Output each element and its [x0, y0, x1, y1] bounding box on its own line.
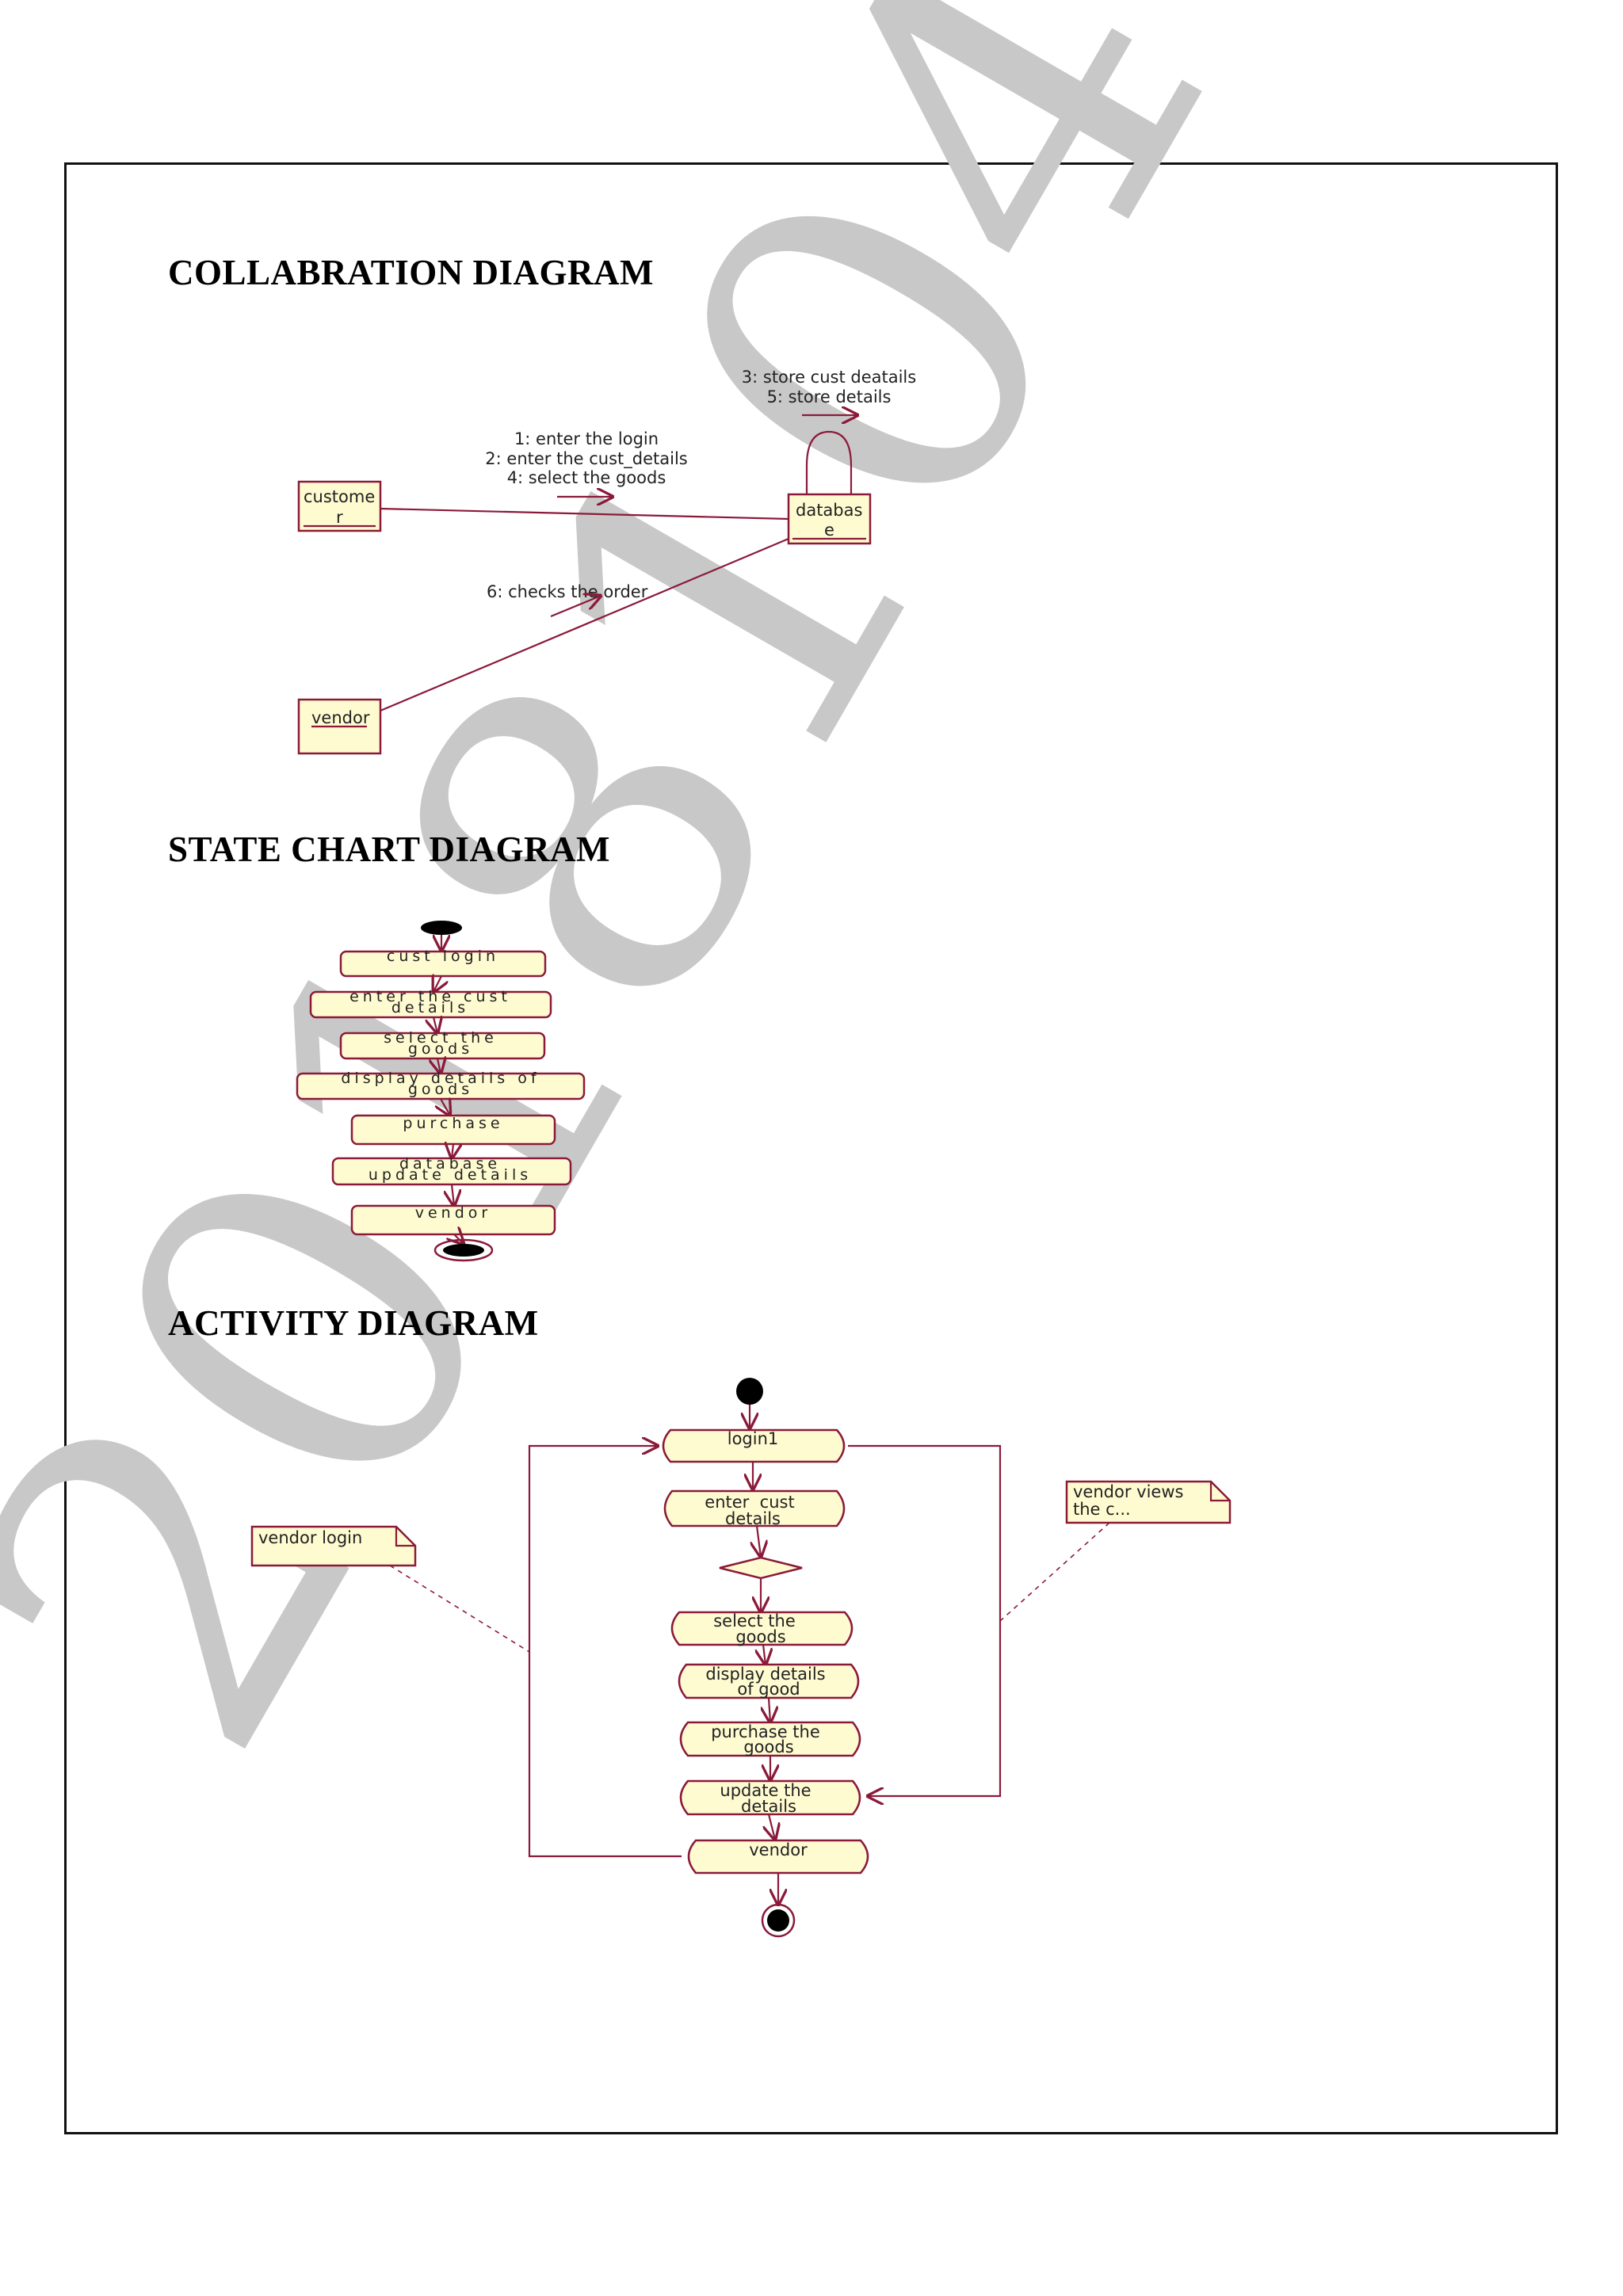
transition	[437, 1058, 441, 1074]
flow	[763, 1644, 766, 1665]
final-state	[433, 1238, 494, 1262]
svg-text:vendor: vendor	[415, 1204, 491, 1222]
transition	[452, 1184, 454, 1206]
svg-text:r: r	[336, 508, 343, 527]
heading-collaboration: COLLABRATION DIAGRAM	[168, 253, 654, 292]
activity-select-goods[interactable]: select the goods	[670, 1611, 854, 1646]
svg-text:details: details	[391, 999, 469, 1016]
page-frame	[64, 162, 1558, 2134]
svg-text:display details: display details	[705, 1665, 825, 1684]
svg-text:vendor: vendor	[749, 1840, 808, 1859]
transition	[433, 976, 441, 992]
state-display-details[interactable]: display details of goods	[296, 1070, 586, 1100]
svg-text:select the: select the	[713, 1611, 796, 1630]
svg-text:the c...: the c...	[1073, 1500, 1131, 1519]
svg-text:4: select the goods: 4: select the goods	[507, 468, 666, 487]
messages-database-self: 3: store cust deatails 5: store details	[742, 368, 916, 415]
svg-text:vendor views: vendor views	[1073, 1482, 1183, 1501]
svg-text:e: e	[824, 521, 834, 540]
flow-vendor-to-login	[528, 1446, 682, 1858]
svg-text:purchase the: purchase the	[711, 1722, 820, 1741]
heading-statechart: STATE CHART DIAGRAM	[168, 830, 610, 869]
svg-text:details: details	[741, 1797, 796, 1816]
flow	[757, 1525, 761, 1557]
svg-text:5: store details: 5: store details	[767, 387, 892, 406]
transition	[433, 1017, 437, 1033]
svg-text:cust login: cust login	[387, 948, 499, 965]
note-anchor	[389, 1565, 530, 1653]
state-enter-cust-details[interactable]: enter the cust details	[309, 988, 552, 1019]
svg-text:of good: of good	[737, 1680, 800, 1699]
activity-initial	[736, 1378, 763, 1405]
state-purchase[interactable]: purchase	[350, 1114, 556, 1146]
transition	[452, 1144, 453, 1158]
activity-enter-cust-details[interactable]: enter cust details	[663, 1489, 846, 1528]
link-customer-database	[380, 507, 789, 521]
state-cust-login[interactable]: cust login	[339, 948, 547, 978]
svg-text:1: enter the login: 1: enter the login	[514, 429, 659, 448]
svg-text:select the: select the	[384, 1029, 498, 1047]
messages-vendor-database: 6: checks the order	[487, 582, 648, 618]
svg-text:database: database	[399, 1155, 501, 1173]
svg-text:vendor: vendor	[311, 708, 370, 727]
svg-text:update details: update details	[369, 1166, 532, 1184]
svg-text:enter the cust: enter the cust	[349, 988, 511, 1005]
object-vendor[interactable]: vendor	[297, 698, 382, 755]
collaboration-diagram: custome r databas e vendor 1: enter the …	[297, 368, 916, 755]
note-vendor-login[interactable]: vendor login	[250, 1525, 417, 1567]
link-vendor-database	[380, 537, 789, 712]
decision-diamond	[719, 1556, 803, 1580]
flow-login-to-update	[848, 1444, 1002, 1796]
activity-display-details[interactable]: display details of good	[678, 1663, 860, 1699]
svg-text:display details of: display details of	[341, 1070, 540, 1087]
object-database[interactable]: databas e	[787, 493, 872, 545]
activity-update-details[interactable]: update the details	[679, 1779, 861, 1816]
note-anchor	[999, 1522, 1110, 1622]
svg-text:goods: goods	[735, 1627, 785, 1646]
svg-text:details: details	[725, 1509, 781, 1528]
activity-vendor[interactable]: vendor	[687, 1839, 869, 1875]
statechart-diagram: cust login enter the cust details select…	[296, 921, 586, 1262]
flow	[769, 1697, 770, 1722]
self-link-database	[805, 430, 853, 499]
state-vendor[interactable]: vendor	[350, 1204, 556, 1236]
svg-text:login1: login1	[727, 1429, 779, 1448]
svg-text:2: enter the cust_details: 2: enter the cust_details	[485, 449, 687, 469]
svg-text:goods: goods	[743, 1737, 793, 1756]
initial-state	[421, 921, 462, 935]
activity-diagram: login1 enter cust details select the goo…	[250, 1378, 1232, 1938]
messages-customer-database: 1: enter the login 2: enter the cust_det…	[485, 429, 688, 497]
svg-text:update the: update the	[720, 1781, 811, 1800]
state-database-update[interactable]: database update details	[331, 1155, 572, 1186]
svg-text:goods: goods	[408, 1040, 473, 1058]
activity-final	[761, 1903, 796, 1938]
svg-text:purchase: purchase	[403, 1115, 503, 1132]
state-select-goods[interactable]: select the goods	[339, 1029, 546, 1060]
object-customer[interactable]: custome r	[297, 480, 382, 532]
svg-text:goods: goods	[408, 1081, 473, 1098]
message-arrow	[550, 596, 601, 618]
activity-login1[interactable]: login1	[662, 1428, 846, 1463]
svg-text:databas: databas	[796, 501, 862, 520]
transition	[441, 1099, 450, 1116]
heading-activity: ACTIVITY DIAGRAM	[168, 1303, 539, 1343]
svg-text:6: checks the order: 6: checks the order	[487, 582, 648, 601]
activity-purchase-goods[interactable]: purchase the goods	[679, 1721, 861, 1757]
svg-text:enter cust: enter cust	[705, 1493, 794, 1512]
flow	[769, 1814, 775, 1840]
svg-text:custome: custome	[304, 487, 375, 506]
svg-text:vendor login: vendor login	[258, 1528, 362, 1547]
svg-text:3: store cust deatails: 3: store cust deatails	[742, 368, 916, 387]
note-vendor-views[interactable]: vendor views the c...	[1065, 1480, 1232, 1524]
